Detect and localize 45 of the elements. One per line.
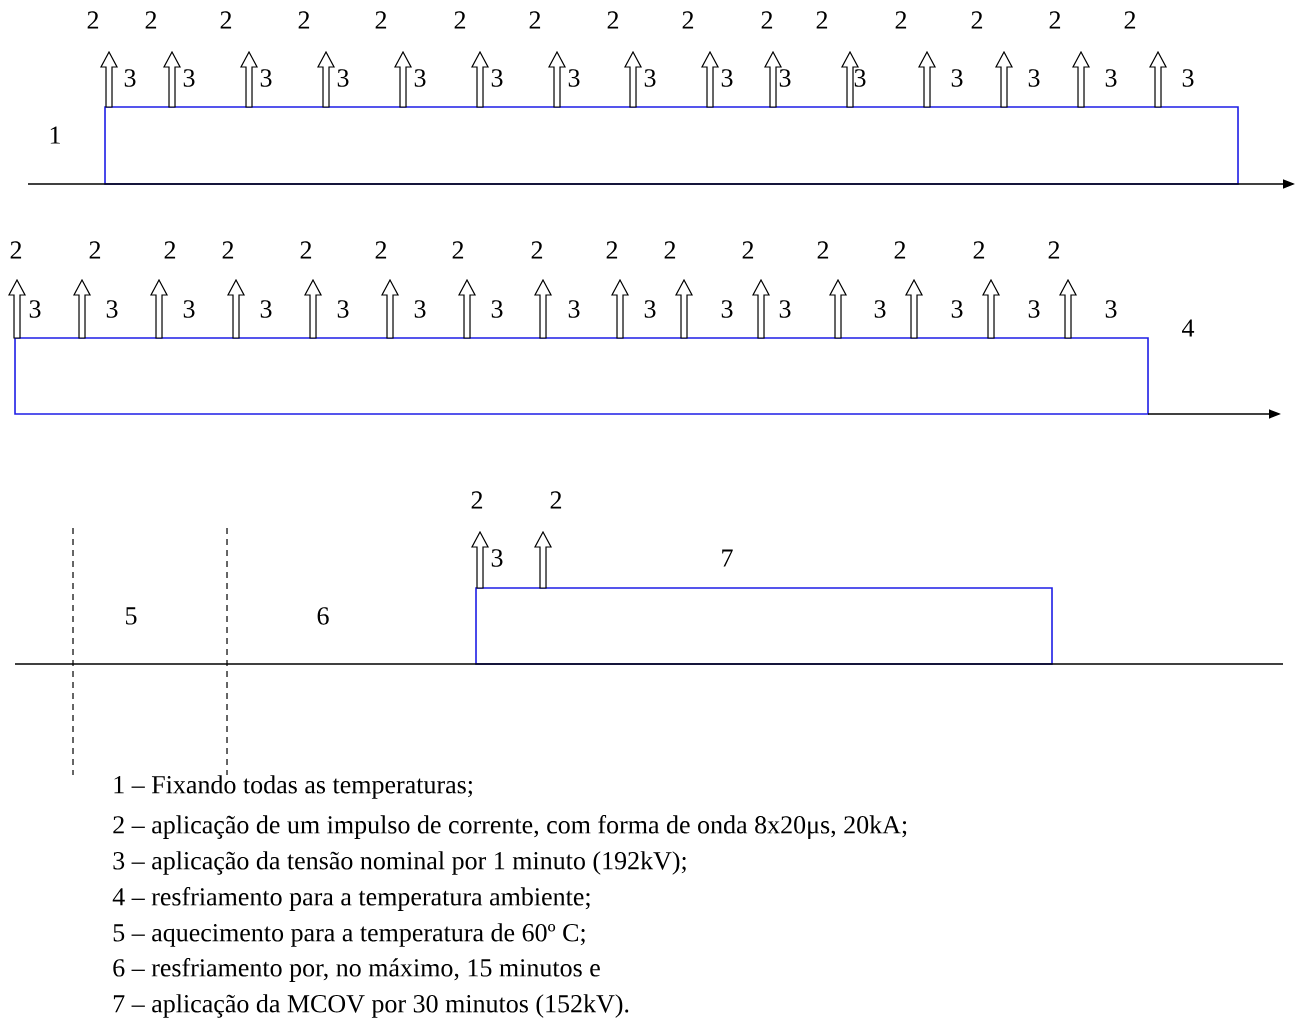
callout-number: 2 (375, 241, 387, 259)
callout-number: 2 (816, 11, 828, 29)
legend-text: 4 – resfriamento para a temperatura ambiente; (112, 887, 590, 911)
legend-text: 1 – Fixando todas as temperaturas; (114, 775, 472, 799)
callout-number: 2 (452, 241, 464, 259)
legend-text: 2 – aplicação de um impulso de corrente, com forma de onda 8x20μs, 20kA; (113, 815, 907, 839)
callout-number: 2 (761, 11, 773, 29)
legend-text: 6 – resfriamento por, no máximo, 15 minutos e (113, 958, 600, 982)
legend-text: 7 – aplicação da MCOV por 30 minutos (152kV). (113, 994, 629, 1018)
waveform-pulse (14, 337, 1149, 415)
callout-number: 2 (973, 241, 985, 259)
callout-number: 2 (220, 11, 232, 29)
callout-number: 2 (550, 491, 562, 509)
callout-number: 2 (89, 241, 101, 259)
callout-number: 5 (126, 607, 137, 625)
callout-number: 2 (895, 11, 907, 29)
callout-number: 2 (1048, 241, 1060, 259)
callout-number: 2 (529, 11, 541, 29)
callout-number: 2 (222, 241, 234, 259)
callout-number: 2 (454, 11, 466, 29)
callout-number: 2 (664, 241, 676, 259)
callout-number: 2 (817, 241, 829, 259)
callout-number: 2 (742, 241, 754, 259)
callout-number: 2 (164, 241, 176, 259)
callout-number: 2 (1124, 11, 1136, 29)
waveform-pulse (475, 587, 1053, 665)
callout-number: 2 (375, 11, 387, 29)
callout-number: 2 (894, 241, 906, 259)
callout-number: 2 (1049, 11, 1061, 29)
callout-number: 2 (607, 11, 619, 29)
callout-number: 2 (298, 11, 310, 29)
callout-number: 2 (87, 11, 99, 29)
callout-number: 2 (145, 11, 157, 29)
callout-number: 2 (531, 241, 543, 259)
legend-text: 5 – aquecimento para a temperatura de 60º C; (113, 923, 585, 947)
callout-number: 1 (50, 126, 60, 144)
callout-number: 2 (471, 491, 483, 509)
callout-number: 2 (300, 241, 312, 259)
legend-text: 3 – aplicação da tensão nominal por 1 minuto (192kV); (113, 851, 686, 875)
callout-number: 6 (317, 607, 329, 625)
callout-number: 2 (606, 241, 618, 259)
callout-number: 2 (682, 11, 694, 29)
callout-number: 2 (10, 241, 22, 259)
callout-number: 2 (971, 11, 983, 29)
callout-number: 4 (1182, 319, 1195, 337)
